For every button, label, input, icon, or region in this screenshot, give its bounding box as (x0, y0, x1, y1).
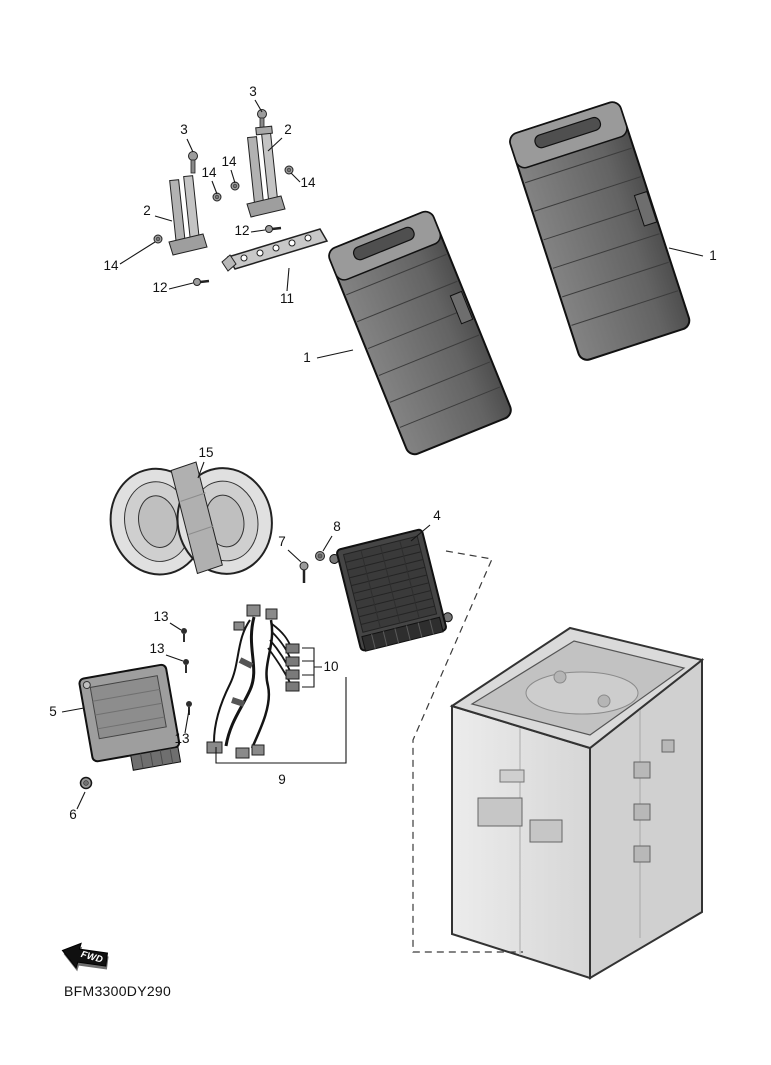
callout-label: 9 (278, 772, 286, 787)
screw-7 (299, 561, 309, 583)
callout-label: 11 (280, 291, 294, 306)
diagram-code: BFM3300DY290 (64, 983, 171, 999)
callout-13-b: 13 (149, 641, 184, 662)
callout-4: 4 (410, 508, 441, 542)
callout-label: 3 (249, 84, 257, 99)
callout-label: 8 (333, 519, 341, 534)
mounting-bracket-right (246, 125, 286, 218)
clip-13-b (183, 659, 189, 673)
screw-12-a (265, 225, 282, 233)
callout-2-b: 2 (143, 203, 173, 222)
callout-label: 13 (153, 609, 168, 624)
callout-14-b: 14 (201, 165, 218, 195)
mounting-bracket-left (168, 175, 208, 256)
callout-label: 14 (201, 165, 217, 180)
callout-label: 1 (709, 248, 717, 263)
callout-1-right: 1 (668, 247, 717, 263)
callout-14-d: 14 (103, 241, 156, 273)
callout-1-left: 1 (303, 349, 354, 365)
callout-13-c: 13 (174, 709, 190, 746)
callout-label: 12 (152, 280, 167, 295)
callout-label: 15 (198, 445, 213, 460)
callout-3-b: 3 (180, 122, 194, 153)
battery-right (509, 101, 691, 361)
callout-label: 6 (69, 807, 77, 822)
nut-14-c (284, 165, 294, 175)
callout-14-c: 14 (290, 172, 316, 190)
callout-8: 8 (322, 519, 341, 552)
callout-label: 2 (143, 203, 151, 218)
callout-5: 5 (49, 704, 85, 719)
ecu-unit (329, 528, 453, 652)
nut-14-b (212, 192, 222, 202)
callout-10-bracket (302, 647, 322, 688)
bolt-6 (79, 776, 93, 790)
battery-left (328, 210, 512, 456)
nut-14-a (230, 181, 240, 191)
callout-9: 9 (278, 772, 286, 787)
callout-3-a: 3 (249, 84, 263, 113)
nut-14-d (153, 234, 163, 244)
callout-label: 14 (221, 154, 237, 169)
callout-label: 7 (278, 534, 286, 549)
callout-15: 15 (197, 445, 214, 479)
callout-label: 12 (234, 223, 249, 238)
callout-label: 4 (433, 508, 441, 523)
reference-dashed-line (412, 550, 523, 953)
callout-label: 5 (49, 704, 57, 719)
callout-label: 13 (149, 641, 164, 656)
screw-3-b (188, 151, 198, 174)
battery-bracket-bar (221, 228, 329, 272)
callout-10: 10 (323, 659, 338, 674)
callout-14-a: 14 (221, 154, 237, 184)
wire-harness (206, 604, 300, 759)
callout-13-a: 13 (153, 609, 182, 631)
nut-8 (315, 551, 325, 561)
callout-7: 7 (278, 534, 302, 563)
battery-box (449, 626, 705, 980)
callout-12-b: 12 (152, 280, 194, 295)
screw-12-b (193, 278, 210, 286)
callout-label: 14 (103, 258, 119, 273)
damper-pair (109, 461, 273, 576)
callout-label: 13 (174, 731, 189, 746)
callout-label: 2 (284, 122, 292, 137)
callout-label: 1 (303, 350, 311, 365)
callout-11: 11 (280, 267, 294, 306)
clip-13-a (181, 628, 187, 642)
callout-label: 14 (300, 175, 316, 190)
callout-label: 10 (323, 659, 338, 674)
callout-12-a: 12 (234, 223, 266, 238)
fwd-arrow-icon: FWD (61, 942, 109, 972)
controller-unit (78, 663, 182, 771)
callout-label: 3 (180, 122, 188, 137)
callout-6: 6 (69, 791, 86, 822)
callout-2-a: 2 (267, 122, 292, 152)
callout-9-bracket (215, 677, 347, 764)
